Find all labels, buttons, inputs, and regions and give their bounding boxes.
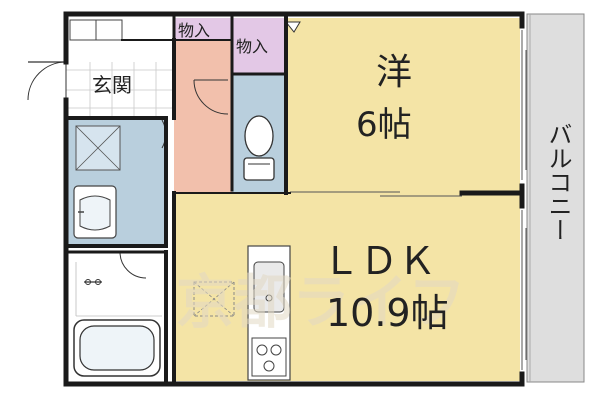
ldk-name: ＬＤＫ — [322, 239, 436, 283]
kitchen-sink — [253, 261, 285, 313]
entrance-door — [27, 61, 67, 101]
bathroom-wall-tiles — [75, 262, 162, 317]
balcony-label: バルコニー — [544, 122, 572, 242]
kitchen-stove — [251, 337, 287, 377]
balcony-window-upper — [521, 30, 527, 180]
western-room-size: 6帖 — [356, 105, 412, 145]
storage-closet-right — [232, 18, 286, 74]
ldk-size: 10.9帖 — [326, 291, 449, 335]
western-room — [286, 18, 520, 193]
entrance-floor-tiles — [66, 62, 174, 118]
storage-right-label: 物入 — [236, 37, 268, 56]
refrigerator-space — [193, 281, 235, 317]
ldk-room — [174, 193, 520, 381]
walls — [63, 11, 525, 387]
hallway — [174, 40, 232, 193]
storage-closet-left — [174, 18, 232, 40]
storage-door-right — [284, 21, 301, 33]
entrance-label: 玄関 — [92, 73, 132, 97]
bathroom-door — [119, 251, 147, 279]
sliding-door-western-ldk — [290, 191, 462, 197]
toilet-icon — [244, 115, 274, 157]
watermark-text: 京都ライフ — [176, 268, 466, 336]
western-room-name: 洋 — [376, 52, 412, 93]
balcony-window-lower — [521, 210, 527, 370]
balcony-area — [526, 13, 585, 383]
hall-door — [193, 79, 229, 115]
storage-left-label: 物入 — [178, 21, 210, 40]
